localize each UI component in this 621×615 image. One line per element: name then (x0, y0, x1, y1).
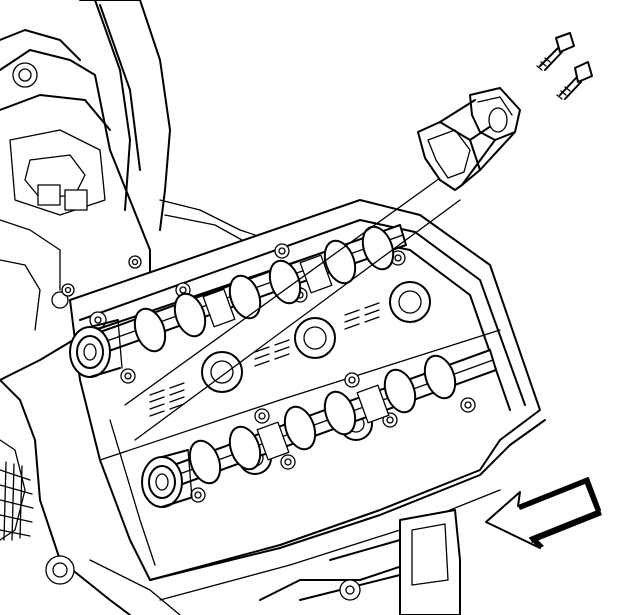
bolt (61, 283, 75, 297)
bore (294, 317, 336, 359)
removed-housing (417, 87, 521, 191)
intake-bracket (79, 0, 271, 251)
bore (389, 281, 431, 323)
bore (201, 351, 243, 393)
engine-block-left (0, 29, 181, 615)
upper-camshaft (99, 224, 407, 353)
valve-springs (149, 302, 380, 417)
upper-cam-end (69, 319, 123, 378)
cam-lobe (228, 274, 262, 320)
cam-lobe (228, 425, 262, 471)
bolt (344, 372, 360, 388)
bolt (190, 487, 206, 503)
bolt-lower (556, 61, 593, 100)
mesh-pattern (0, 461, 34, 541)
cam-lobe (423, 354, 457, 400)
tool-guide-lines (124, 177, 461, 441)
lower-cam-end (141, 449, 193, 508)
bolt (128, 255, 142, 269)
bolt (274, 243, 290, 259)
cam-lobe (173, 292, 207, 338)
cam-lobe (283, 405, 317, 451)
cam-lobe (188, 439, 222, 485)
cam-lobe (133, 307, 167, 353)
cam-bearing-cap (256, 421, 290, 461)
bolt-upper (536, 32, 575, 71)
cam-bearing-cap (202, 288, 236, 328)
engine-mount-right (299, 509, 461, 615)
cam-lobe (268, 259, 302, 305)
bolt (460, 397, 476, 413)
cam-lobe (383, 368, 417, 414)
arrow-left-icon (485, 477, 602, 549)
cam-bearing-cap (299, 254, 333, 294)
cam-bearing-cap (356, 384, 390, 424)
bolt (120, 368, 136, 384)
cam-lobe (323, 390, 357, 436)
bolt (280, 454, 296, 470)
bolt (254, 408, 270, 424)
